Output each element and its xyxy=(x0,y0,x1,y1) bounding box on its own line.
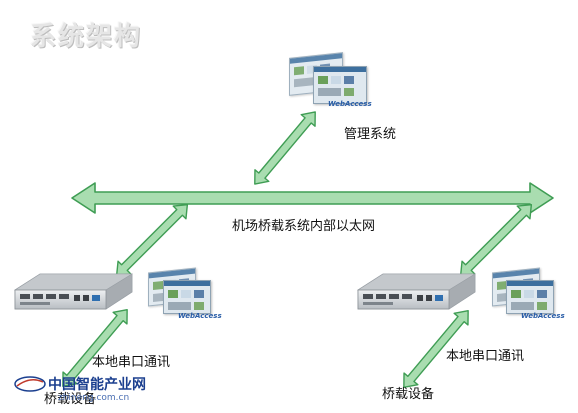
watermark-url: zhineng.com.cn xyxy=(58,393,130,403)
ethernet-bus-arrow xyxy=(71,182,554,214)
right-serial-label: 本地串口通讯 xyxy=(446,349,525,364)
webaccess-brand: WebAccess xyxy=(178,312,222,320)
webaccess-screen-icon xyxy=(506,280,554,314)
left-serial-label: 本地串口通讯 xyxy=(92,355,171,370)
webaccess-brand: WebAccess xyxy=(328,100,372,108)
page-title: 系统架构 xyxy=(30,22,143,52)
left-device-label: 桥载设备 xyxy=(44,392,97,407)
webaccess-screen-icon xyxy=(313,66,367,104)
left-industrial-computer-icon xyxy=(13,273,134,310)
ethernet-network-label: 机场桥载系统内部以太网 xyxy=(232,219,376,234)
right-serial-link-arrow xyxy=(403,309,469,389)
watermark-logo-icon xyxy=(14,376,46,392)
management-system-label: 管理系统 xyxy=(344,127,397,142)
left-device-link-arrow xyxy=(115,203,189,277)
webaccess-brand: WebAccess xyxy=(521,312,565,320)
right-industrial-computer-icon xyxy=(356,273,477,310)
right-device-link-arrow xyxy=(459,203,533,277)
management-link-arrow xyxy=(254,111,316,185)
webaccess-screen-icon xyxy=(163,280,211,314)
left-serial-link-arrow xyxy=(62,308,128,388)
watermark-name: 中国智能产业网 xyxy=(48,377,146,393)
right-device-label: 桥载设备 xyxy=(382,387,435,402)
